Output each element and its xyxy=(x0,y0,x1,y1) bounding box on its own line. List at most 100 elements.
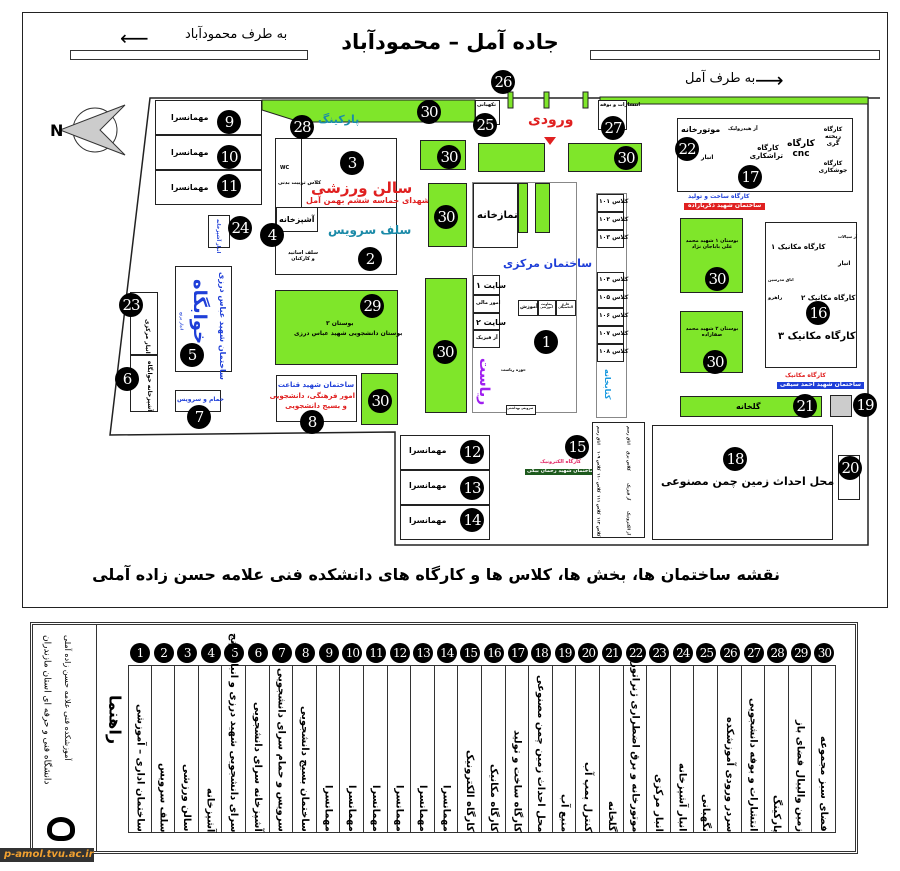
road-title: جاده آمل – محمودآباد xyxy=(341,30,559,54)
legend-item-label: انتشارات و بوفه دانشجویی xyxy=(747,698,759,832)
legend-item: مهمانسرا xyxy=(387,665,412,833)
central-label: ساختمان مرکزی xyxy=(503,257,593,270)
legend-item: مهمانسرا xyxy=(340,665,364,833)
legend-item: ساختمان اداری – آموزشی xyxy=(128,665,152,833)
legend-item: سلف سرویس xyxy=(151,665,176,833)
legend-item-label: سردر ورودی آموزشکده xyxy=(723,716,735,832)
artificial-turf-site: محل احداث زمین چمن مصنوعی xyxy=(652,425,834,540)
legend-item-label: موتورخانه و برق اضطراری ژنراتور xyxy=(629,661,641,832)
legend-item: سردر ورودی آموزشکده xyxy=(718,665,742,833)
legend-item-label: مهمانسرا xyxy=(440,785,452,832)
mechanics-workshop: کارگاه مکانیک ۱ آز سیالات انبار اتاق مدر… xyxy=(765,222,857,368)
marker-30: 30 xyxy=(614,146,638,170)
marker-30: 30 xyxy=(703,350,727,374)
legend-item-label: انبار مرکزی xyxy=(652,774,664,832)
legend-number: 15 xyxy=(460,643,481,663)
entrance-arrow-icon xyxy=(544,137,556,145)
parking-label: پارکینگ xyxy=(318,113,360,126)
legend-item-label: آشپزخانه xyxy=(204,787,216,832)
service-hall-label: سلف سرویس xyxy=(328,223,412,237)
marker-6: 6 xyxy=(115,367,139,391)
legend-item-label: نگهبانی xyxy=(700,794,712,832)
marker-21: 21 xyxy=(793,394,817,418)
legend-number: 10 xyxy=(342,643,363,663)
legend-number: 16 xyxy=(484,643,504,663)
to-amol-label: به طرف آمل xyxy=(685,71,756,86)
legend-item-label: کارگاه ساخت و تولید xyxy=(511,729,523,832)
website-url[interactable]: p-amol.tvu.ac.ir xyxy=(0,848,94,862)
legend-number: 4 xyxy=(200,643,221,663)
marker-22: 22 xyxy=(675,137,699,161)
legend-item: سرویس و حمام سرای دانشجویی xyxy=(269,665,294,833)
marker-30: 30 xyxy=(368,389,392,413)
legend-item: مهمانسرا xyxy=(364,665,388,833)
legend-item-label: ساختمان بسیج دانشجویی xyxy=(298,706,310,832)
map-frame xyxy=(22,12,888,608)
entrance-label: ورودی xyxy=(528,112,574,128)
guesthouse-10: مهمانسرا xyxy=(155,135,262,170)
marker-8: 8 xyxy=(300,410,324,434)
legend-item: انبار مرکزی xyxy=(647,665,671,833)
legend-item-label: پارکینگ xyxy=(770,794,782,833)
marker-26: 26 xyxy=(491,70,515,94)
legend-item-label: منبع آب xyxy=(558,793,570,832)
legend-item-label: کارگاه الکترونیک xyxy=(464,750,476,832)
legend-item-label: فضای سبز مجموعه xyxy=(818,736,830,832)
legend-item: موتورخانه و برق اضطراری ژنراتور xyxy=(623,661,648,833)
marker-5: 5 xyxy=(180,343,204,367)
legend-item-label: سالن ورزشی xyxy=(180,764,192,832)
legend-number: 30 xyxy=(814,643,835,663)
legend-item: نگهبانی xyxy=(694,665,718,833)
legend-number: 20 xyxy=(578,643,599,663)
legend: دانشگاه فنی و حرفه ای استان مازندران آمو… xyxy=(30,622,858,854)
legend-number: 2 xyxy=(153,643,174,663)
legend-item-label: سرویس و حمام سرای دانشجویی xyxy=(275,668,287,832)
arrow-left-icon: ⟵ xyxy=(120,26,149,50)
legend-item-label: سرای دانشجویی شهید درزی و انبار برنج xyxy=(228,632,240,832)
svg-text:N: N xyxy=(50,121,63,140)
marker-25: 25 xyxy=(473,113,497,137)
legend-number: 1 xyxy=(130,643,150,663)
class-column: کلاس ۱۰۱ کلاس ۱۰۲ کلاس ۱۰۳ کلاس ۱۰۴ کلاس… xyxy=(596,193,628,418)
marker-1: 1 xyxy=(534,330,558,354)
marker-12: 12 xyxy=(460,440,484,464)
marker-28: 28 xyxy=(290,115,314,139)
legend-number: 5 xyxy=(224,643,245,663)
legend-number: 9 xyxy=(318,643,339,663)
legend-number: 23 xyxy=(649,643,670,663)
legend-item-label: زمین والیبال فضای باز xyxy=(794,719,806,832)
legend-item: منبع آب xyxy=(552,665,577,833)
road-bar-right xyxy=(590,50,880,60)
electronics-ws-label: کارگاه الکترونیک xyxy=(540,459,581,465)
gym-label: سالن ورزشی xyxy=(311,179,413,197)
water-tank xyxy=(830,395,852,417)
legend-item: آشپزخانه xyxy=(198,665,223,833)
marker-18: 18 xyxy=(723,447,747,471)
legend-item-label: کارگاه مکانیک xyxy=(487,763,499,832)
guesthouse-11: مهمانسرا xyxy=(155,170,262,205)
legend-number: 13 xyxy=(413,643,434,663)
marker-16: 16 xyxy=(806,301,830,325)
legend-number: 25 xyxy=(696,643,717,663)
legend-item-label: سلف سرویس xyxy=(157,762,169,832)
legend-item: سرای دانشجویی شهید درزی و انبار برنج xyxy=(222,632,246,833)
production-workshop: موتورخانه آز هیدرولیک انبار کارگاه تراشک… xyxy=(677,118,853,192)
marker-29: 29 xyxy=(360,294,384,318)
legend-item-label: محل احداث زمین چمن مصنوعی xyxy=(534,674,546,832)
marker-3: 3 xyxy=(340,151,364,175)
compass-icon: N xyxy=(50,104,126,156)
legend-item: پارکینگ xyxy=(765,665,789,833)
legend-number: 22 xyxy=(625,643,646,663)
legend-item: ساختمان بسیج دانشجویی xyxy=(293,665,317,833)
build-ws-building: ساختمان شهید ذکریازاده xyxy=(684,202,766,210)
legend-number: 24 xyxy=(672,643,693,663)
legend-item-label: آشپزخانه سرای دانشجویی xyxy=(251,702,263,832)
legend-item-label: مهمانسرا xyxy=(346,785,358,832)
legend-item-label: انبار آشپزخانه xyxy=(676,763,688,832)
legend-item: آشپزخانه سرای دانشجویی xyxy=(246,665,270,833)
marker-30: 30 xyxy=(437,145,461,169)
university-logo xyxy=(47,817,75,841)
legend-item: انتشارات و بوفه دانشجویی xyxy=(741,665,766,833)
legend-item: فضای سبز مجموعه xyxy=(812,665,836,833)
legend-item: مهمانسرا xyxy=(316,665,341,833)
